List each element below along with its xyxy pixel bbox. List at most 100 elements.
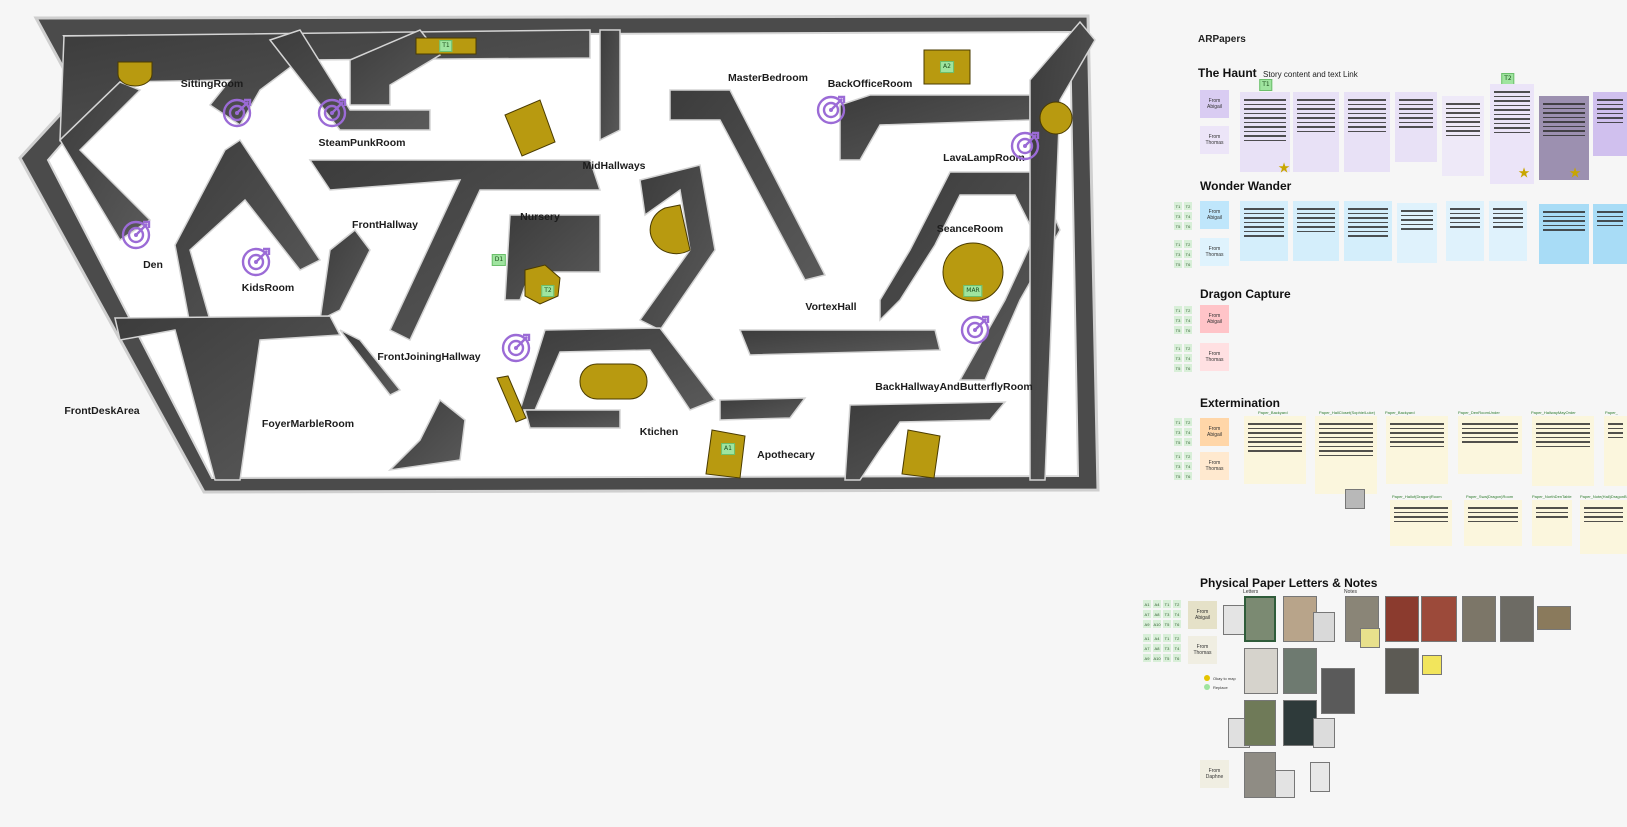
haunt-doc[interactable] <box>1593 92 1627 156</box>
haunt-doc[interactable] <box>1442 96 1484 176</box>
exterm-doc[interactable] <box>1580 500 1627 554</box>
exterm-sticky-note[interactable] <box>1345 489 1365 509</box>
note-photo[interactable] <box>1421 596 1457 642</box>
room-label-vortex: VortexHall <box>805 301 857 313</box>
map-tag-a1[interactable]: A1 <box>721 443 735 455</box>
target-arrow-icon[interactable] <box>1008 129 1042 163</box>
exterm-doc[interactable] <box>1604 416 1627 486</box>
exterm-doc[interactable] <box>1244 416 1306 484</box>
haunt-doc[interactable] <box>1293 92 1339 172</box>
map-tag-a2[interactable]: A2 <box>940 61 954 73</box>
physical-from-abigail[interactable]: From Abigail <box>1188 601 1217 629</box>
exterm-doc[interactable] <box>1464 500 1522 546</box>
haunt-from-thomas[interactable]: From Thomas <box>1200 126 1229 154</box>
exterm-paper-label: Paper_HallwayMayOrder <box>1531 410 1576 415</box>
exterm-doc[interactable] <box>1390 500 1452 546</box>
note-photo[interactable] <box>1385 648 1419 694</box>
legend-gold-dot <box>1204 675 1210 681</box>
wonder-doc[interactable] <box>1539 204 1589 264</box>
haunt-doc[interactable] <box>1395 92 1437 162</box>
room-label-steampunk: SteamPunkRoom <box>318 137 406 149</box>
exterm-title: Extermination <box>1200 396 1281 410</box>
letter-photo[interactable] <box>1313 718 1335 748</box>
haunt-from-abigail[interactable]: From Abigail <box>1200 90 1229 118</box>
target-arrow-icon[interactable] <box>119 218 153 252</box>
exterm-from-abigail[interactable]: From Abigail <box>1200 418 1229 446</box>
wonder-doc[interactable] <box>1240 201 1288 261</box>
room-label-den: Den <box>143 259 163 271</box>
note-sticky[interactable] <box>1422 655 1442 675</box>
target-arrow-icon[interactable] <box>220 96 254 130</box>
note-photo[interactable] <box>1537 606 1571 630</box>
room-label-nursery: Nursery <box>520 211 560 223</box>
letter-photo[interactable] <box>1244 596 1276 642</box>
physical-title: Physical Paper Letters & Notes <box>1200 576 1378 590</box>
haunt-note: Story content and text Link <box>1263 70 1358 79</box>
letter-photo[interactable] <box>1321 668 1355 714</box>
room-label-fronthall: FrontHallway <box>352 219 418 231</box>
exterm-from-thomas[interactable]: From Thomas <box>1200 452 1229 480</box>
dragon-from-abigail[interactable]: From Abigail <box>1200 305 1229 333</box>
note-photo[interactable] <box>1310 762 1330 792</box>
room-label-backhall: BackHallwayAndButterflyRoom <box>875 381 1033 393</box>
map-tag-d1[interactable]: D1 <box>491 254 507 266</box>
wonder-from-abigail[interactable]: From Abigail <box>1200 201 1229 229</box>
exterm-doc[interactable] <box>1532 416 1594 486</box>
haunt-tag-t1[interactable]: T1 <box>1259 79 1273 91</box>
letter-photo[interactable] <box>1244 700 1276 746</box>
wonder-from-thomas[interactable]: From Thomas <box>1200 238 1229 266</box>
letter-photo[interactable] <box>1244 752 1276 798</box>
letter-photo[interactable] <box>1283 648 1317 694</box>
letter-photo[interactable] <box>1275 770 1295 798</box>
room-label-foyer: FoyerMarbleRoom <box>261 418 355 430</box>
exterm-doc[interactable] <box>1458 416 1522 474</box>
room-label-seance: SeanceRoom <box>936 223 1004 235</box>
room-label-frontjoin: FrontJoiningHallway <box>377 351 481 363</box>
target-arrow-icon[interactable] <box>499 331 533 365</box>
map-tag-t2[interactable]: T2 <box>541 285 555 297</box>
exterm-paper-label: Paper_NorthDenTable <box>1532 494 1572 499</box>
furniture <box>117 37 1073 479</box>
target-arrow-icon[interactable] <box>239 245 273 279</box>
exterm-paper-label: Paper_Hallof(Dragon)Room <box>1392 494 1442 499</box>
physical-from-thomas[interactable]: From Thomas <box>1188 636 1217 664</box>
wonder-doc[interactable] <box>1397 203 1437 263</box>
note-sticky[interactable] <box>1360 628 1380 648</box>
room-label-kitchen: Ktichen <box>639 426 679 438</box>
note-photo[interactable] <box>1385 596 1419 642</box>
wonder-doc[interactable] <box>1446 201 1484 261</box>
map-tag-t1[interactable]: T1 <box>439 40 453 52</box>
exterm-doc[interactable] <box>1315 416 1377 494</box>
haunt-doc[interactable] <box>1344 92 1390 172</box>
dragon-from-thomas[interactable]: From Thomas <box>1200 343 1229 371</box>
letter-photo[interactable] <box>1244 648 1278 694</box>
wonder-doc[interactable] <box>1293 201 1339 261</box>
maze-interior-walls <box>59 20 1096 481</box>
exterm-paper-label: Paper_Swa(Dragon)Room <box>1466 494 1514 499</box>
star-icon: ★ <box>1568 164 1582 181</box>
wonder-doc[interactable] <box>1489 201 1527 261</box>
letter-photo[interactable] <box>1283 700 1317 746</box>
target-arrow-icon[interactable] <box>814 93 848 127</box>
haunt-doc[interactable] <box>1539 96 1589 180</box>
wonder-doc[interactable] <box>1593 204 1627 264</box>
letter-photo[interactable] <box>1223 605 1245 635</box>
room-label-backoffice: BackOfficeRoom <box>827 78 913 90</box>
physical-from-daphne[interactable]: From Daphne <box>1200 760 1229 788</box>
haunt-doc[interactable] <box>1490 84 1534 184</box>
target-arrow-icon[interactable] <box>958 313 992 347</box>
exterm-doc[interactable] <box>1532 500 1572 546</box>
exterm-doc[interactable] <box>1386 416 1448 484</box>
target-arrow-icon[interactable] <box>315 96 349 130</box>
letter-photo[interactable] <box>1283 596 1317 642</box>
wonder-doc[interactable] <box>1344 201 1392 261</box>
note-photo[interactable] <box>1500 596 1534 642</box>
note-photo[interactable] <box>1462 596 1496 642</box>
haunt-doc[interactable] <box>1240 92 1290 172</box>
map-tag-mar[interactable]: MAR <box>963 285 983 297</box>
letter-photo[interactable] <box>1313 612 1335 642</box>
